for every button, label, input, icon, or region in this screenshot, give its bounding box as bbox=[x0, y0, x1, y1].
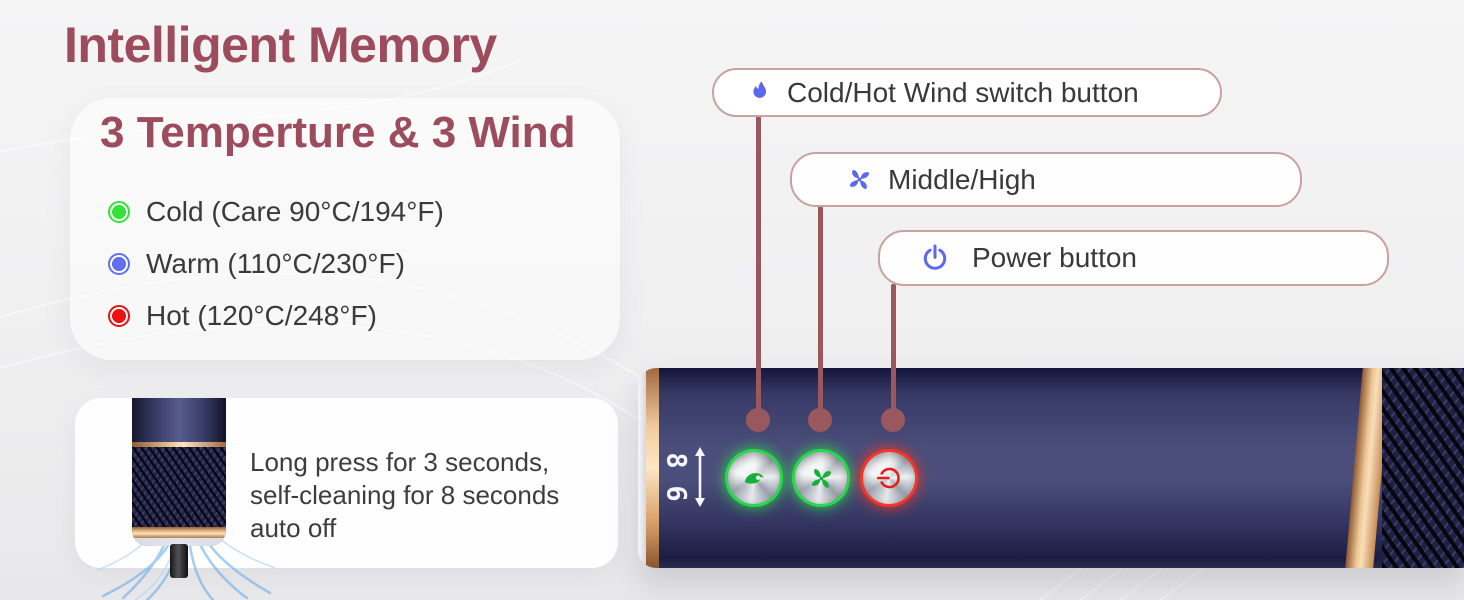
warm-dot-icon bbox=[108, 253, 130, 275]
display-digit-top: 8 bbox=[660, 452, 692, 469]
up-down-arrow-icon bbox=[695, 447, 705, 507]
self-cleaning-line-2: self-cleaning for 8 seconds bbox=[250, 480, 560, 510]
display-digit-bottom: 6 bbox=[660, 485, 692, 502]
temperature-subtitle: 3 Temperture & 3 Wind bbox=[100, 108, 576, 157]
device-power-button bbox=[863, 452, 915, 504]
device-gold-ring-left bbox=[646, 368, 661, 568]
device-left-cap bbox=[638, 368, 648, 568]
temperature-panel bbox=[70, 98, 620, 360]
device-fan-speed-button bbox=[795, 452, 847, 504]
device-led-display: 8 6 bbox=[660, 444, 714, 510]
hair-dryer-handle: 8 6 bbox=[638, 368, 1464, 568]
wind-flame-icon bbox=[744, 472, 764, 484]
fan-blades-icon bbox=[811, 468, 831, 488]
power-icon bbox=[920, 243, 950, 273]
cold-label: Cold (Care 90°C/194°F) bbox=[146, 196, 444, 227]
device-body bbox=[659, 368, 1464, 568]
self-cleaning-text: Long press for 3 seconds, self-cleaning … bbox=[250, 446, 559, 545]
leader-line-fan-speed bbox=[818, 206, 823, 416]
list-item-warm: Warm (110°C/230°F) bbox=[108, 248, 405, 280]
hot-label: Hot (120°C/248°F) bbox=[146, 300, 377, 331]
list-item-cold: Cold (Care 90°C/194°F) bbox=[108, 196, 444, 228]
power-symbol-icon bbox=[876, 467, 900, 489]
leader-line-wind-switch bbox=[756, 116, 761, 416]
fan-icon bbox=[846, 166, 873, 193]
cold-dot-icon bbox=[108, 201, 130, 223]
device-wind-mode-button bbox=[728, 452, 780, 504]
display-digits: 8 6 bbox=[660, 445, 692, 509]
leader-dot-power bbox=[881, 408, 905, 432]
self-cleaning-line-3: auto off bbox=[250, 513, 337, 543]
leader-dot-fan-speed bbox=[808, 408, 832, 432]
device-mesh-right bbox=[1382, 368, 1464, 568]
leader-line-power bbox=[891, 284, 896, 416]
callout-fan-speed-label: Middle/High bbox=[888, 163, 1036, 195]
callout-power-label: Power button bbox=[972, 242, 1137, 273]
callout-wind-switch-label: Cold/Hot Wind switch button bbox=[787, 76, 1139, 108]
callout-fan-speed: Middle/High bbox=[790, 152, 1302, 207]
warm-label: Warm (110°C/230°F) bbox=[146, 248, 405, 279]
list-item-hot: Hot (120°C/248°F) bbox=[108, 300, 377, 332]
self-cleaning-line-1: Long press for 3 seconds, bbox=[250, 447, 550, 477]
hot-dot-icon bbox=[108, 305, 130, 327]
leader-dot-wind-switch bbox=[746, 408, 770, 432]
callout-wind-switch: Cold/Hot Wind switch button bbox=[712, 68, 1222, 117]
flame-icon bbox=[748, 79, 772, 107]
page-title: Intelligent Memory bbox=[64, 17, 497, 73]
callout-power: Power button bbox=[878, 230, 1389, 286]
